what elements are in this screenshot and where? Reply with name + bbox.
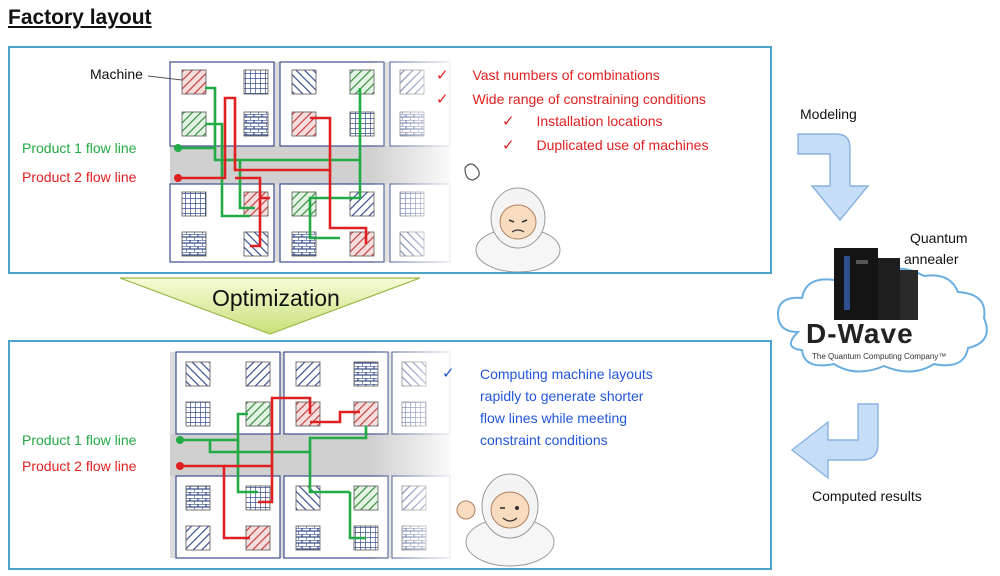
page-title: Factory layout: [8, 6, 152, 29]
top-panel: Machine Product 1 flow line Product 2 fl…: [8, 46, 772, 274]
product1-flow-label: Product 1 flow line: [22, 140, 137, 156]
checklist-item: ✓ Installation locations: [502, 112, 663, 130]
result-line: Computing machine layouts: [480, 366, 653, 382]
checklist-text: Vast numbers of combinations: [472, 67, 660, 83]
annealer-label: annealer: [904, 251, 959, 267]
product2-flow-label: Product 2 flow line: [22, 169, 137, 185]
result-line: rapidly to generate shorter: [480, 388, 644, 404]
check-icon: ✓: [436, 91, 449, 108]
person-winking-icon: [456, 473, 555, 567]
result-line: constraint conditions: [480, 432, 608, 448]
check-icon: ✓: [502, 113, 515, 130]
bottom-panel: Product 1 flow line Product 2 flow line …: [8, 340, 772, 570]
product2-flow-label: Product 2 flow line: [22, 458, 137, 474]
quantum-label: Quantum: [910, 230, 968, 246]
computed-results-label: Computed results: [812, 488, 922, 504]
quantum-computer-icon: [834, 248, 918, 320]
person-worried-icon: [464, 163, 561, 273]
bottom-layout-diagram: [170, 350, 555, 567]
checklist-text: Duplicated use of machines: [536, 137, 709, 153]
modeling-label: Modeling: [800, 106, 857, 122]
checklist-item: ✓ Wide range of constraining conditions: [436, 90, 706, 108]
checklist-item: ✓ Vast numbers of combinations: [436, 66, 660, 84]
optimization-arrow: [120, 277, 420, 335]
optimization-label: Optimization: [212, 285, 340, 311]
modeling-arrow: [797, 133, 870, 222]
checklist-text: Installation locations: [536, 113, 663, 129]
dwave-tagline: The Quantum Computing Company™: [812, 352, 947, 361]
check-icon: ✓: [436, 67, 449, 84]
check-icon: ✓: [502, 137, 515, 154]
product1-flow-label: Product 1 flow line: [22, 432, 137, 448]
dwave-logo: D-Wave: [806, 318, 914, 349]
result-line: flow lines while meeting: [480, 410, 628, 426]
check-icon: ✓: [442, 365, 455, 382]
checklist-item: ✓ Duplicated use of machines: [502, 136, 708, 154]
machine-label: Machine: [90, 66, 143, 82]
computed-results-arrow: [790, 403, 879, 480]
checklist-text: Wide range of constraining conditions: [472, 91, 706, 107]
